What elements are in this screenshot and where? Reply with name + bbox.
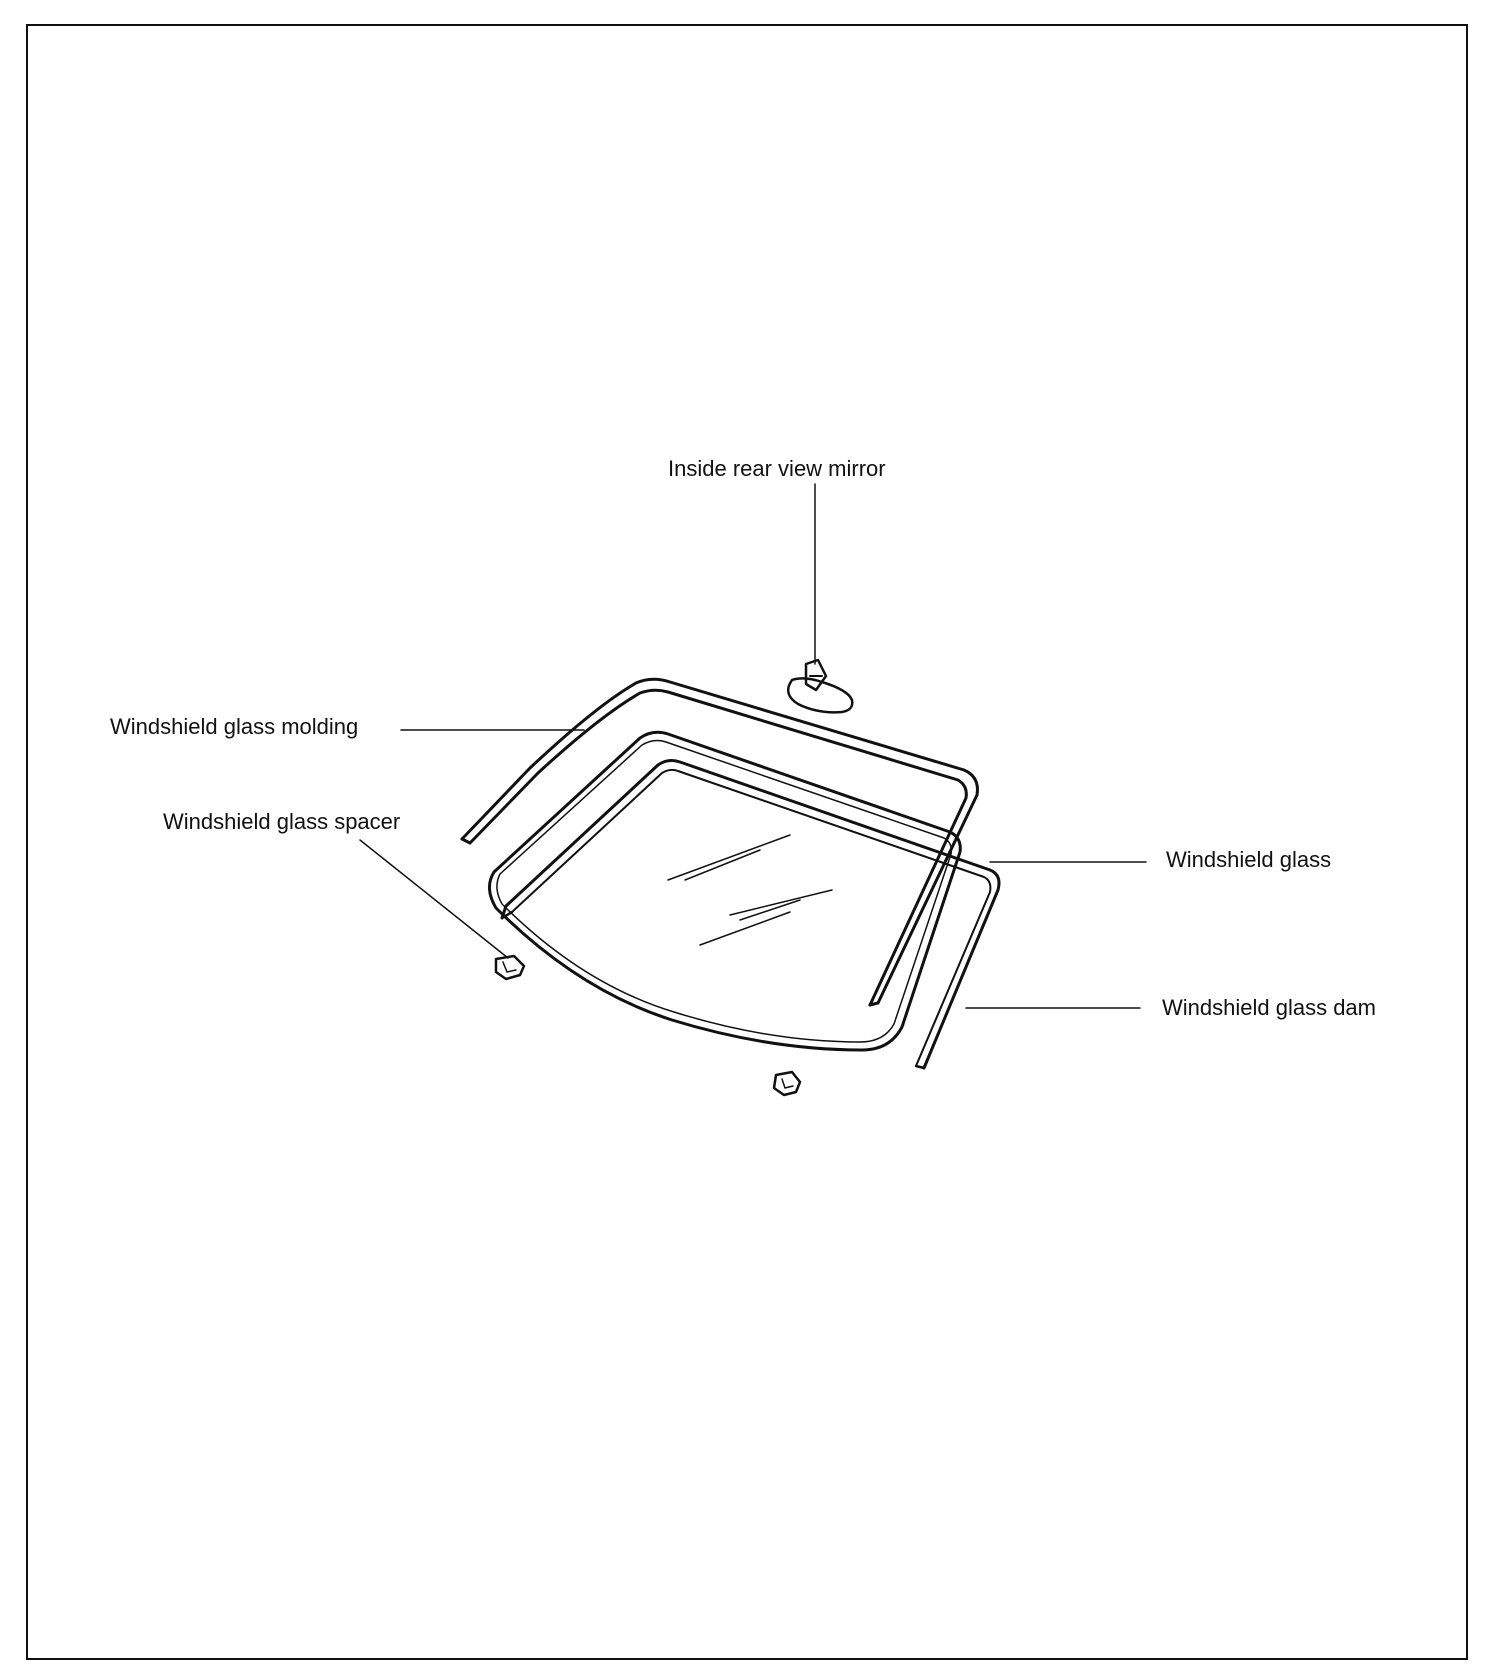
windshield-glass <box>488 730 962 1052</box>
leader-line-spacer <box>359 839 509 959</box>
label-inside-rear-view-mirror: Inside rear view mirror <box>668 456 886 481</box>
windshield-glass-spacer-bottom <box>772 1070 802 1097</box>
windshield-glass-spacer-left <box>494 954 526 981</box>
label-windshield-glass-spacer: Windshield glass spacer <box>163 809 401 834</box>
windshield-glass-dam <box>500 759 1001 1070</box>
label-windshield-glass: Windshield glass <box>1166 847 1332 872</box>
windshield-glass-molding <box>460 677 979 1007</box>
label-windshield-glass-dam: Windshield glass dam <box>1162 995 1376 1020</box>
diagram-frame <box>26 24 1468 1660</box>
label-windshield-glass-molding: Windshield glass molding <box>110 714 359 739</box>
rear-view-mirror-part <box>786 658 854 714</box>
leader-lines <box>359 483 1147 1009</box>
